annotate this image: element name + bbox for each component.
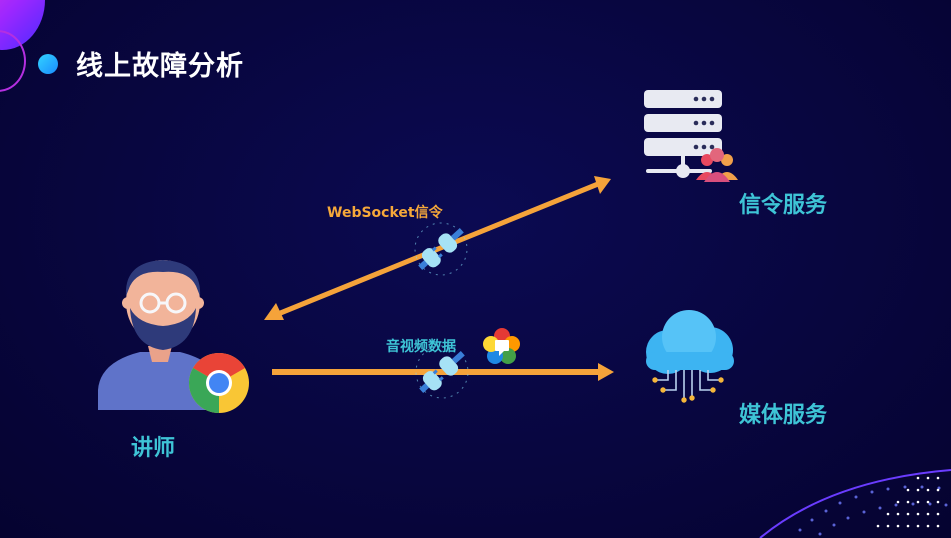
cloud-network-icon xyxy=(646,310,734,403)
title-bullet-icon xyxy=(38,53,58,74)
av-link-label: 音视频数据 xyxy=(386,339,456,355)
websocket-link-label: WebSocket信令 xyxy=(327,205,443,221)
signaling-service-label: 信令服务 xyxy=(739,193,828,218)
plug-connector-icon xyxy=(414,222,468,276)
chrome-icon xyxy=(188,352,249,413)
dot-grid-decoration xyxy=(876,476,940,528)
slide-title: 线上故障分析 xyxy=(76,51,244,82)
arc-line-decoration xyxy=(759,469,951,538)
dot-arc-decoration xyxy=(798,485,948,536)
server-rack-icon xyxy=(644,90,722,178)
teacher-label: 讲师 xyxy=(131,436,176,461)
person-with-glasses-icon xyxy=(98,260,222,410)
media-service-label: 媒体服务 xyxy=(739,403,828,428)
slide-header: 线上故障分析 xyxy=(38,44,244,83)
websocket-arrow xyxy=(264,176,611,320)
plug-connector-icon xyxy=(415,345,469,399)
webrtc-logo-icon xyxy=(483,328,520,364)
users-group-icon xyxy=(696,148,738,182)
